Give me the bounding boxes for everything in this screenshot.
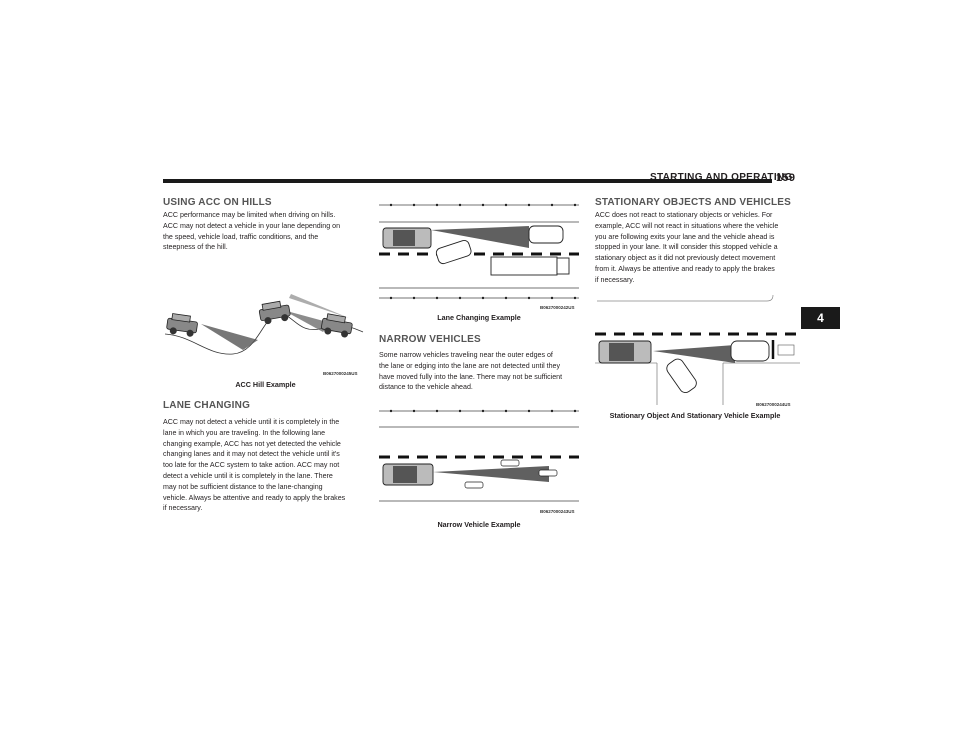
text-line: steepness of the hill. bbox=[163, 243, 228, 252]
text-line: you are following exits your lane and th… bbox=[595, 232, 775, 241]
caption-narrow-vehicle: Narrow Vehicle Example bbox=[437, 520, 521, 529]
running-header-title: STARTING AND OPERATING bbox=[650, 172, 793, 183]
radar-beam-2 bbox=[283, 310, 331, 332]
caption-lane-changing: Lane Changing Example bbox=[437, 313, 521, 322]
chapter-tab: 4 bbox=[801, 307, 840, 329]
text-line: distance to the vehicle ahead. bbox=[379, 383, 473, 392]
text-line: from it. Always be attentive and ready t… bbox=[595, 264, 775, 273]
text-line: may not be sufficient distance to the la… bbox=[163, 482, 323, 491]
text-line: ACC does not react to stationary objects… bbox=[595, 211, 773, 219]
radar-beam bbox=[433, 466, 549, 482]
page-number: 159 bbox=[776, 172, 796, 184]
caption-acc-hill: ACC Hill Example bbox=[235, 380, 296, 389]
text-line: Some narrow vehicles traveling near the … bbox=[379, 351, 553, 359]
paragraph-stationary: ACC does not react to stationary objects… bbox=[595, 210, 805, 286]
text-line: vehicle. Always be attentive and ready t… bbox=[163, 493, 346, 502]
exiting-car-icon bbox=[666, 358, 697, 394]
heading-using-acc-on-hills: USING ACC ON HILLS bbox=[163, 197, 272, 208]
jeep-top-icon bbox=[382, 463, 434, 486]
text-line: the lane or edging into the lane are not… bbox=[379, 361, 561, 370]
paragraph-lane-changing: ACC may not detect a vehicle until it is… bbox=[163, 417, 368, 514]
acc-hill-figure bbox=[164, 294, 364, 355]
text-line: lane in which you are traveling. In the … bbox=[163, 428, 326, 437]
stationary-object-icon bbox=[777, 344, 795, 356]
text-line: ACC may not detect a vehicle in your lan… bbox=[163, 221, 341, 230]
caption-stationary: Stationary Object And Stationary Vehicle… bbox=[609, 411, 781, 420]
radar-beam bbox=[431, 226, 529, 248]
text-line: changing lanes and it may not detect the… bbox=[163, 450, 340, 459]
heading-lane-changing: LANE CHANGING bbox=[163, 400, 251, 411]
radar-beam-3 bbox=[289, 294, 349, 318]
lane-changing-figure bbox=[379, 203, 579, 300]
text-line: have moved fully into the lane. There ma… bbox=[379, 372, 563, 381]
jeep-icon bbox=[166, 313, 198, 337]
text-line: if necessary. bbox=[163, 504, 203, 513]
jeep-icon bbox=[258, 300, 291, 325]
jeep-icon bbox=[321, 313, 353, 338]
radar-beam bbox=[653, 345, 735, 363]
motorcycle-icon bbox=[464, 481, 484, 489]
paragraph-hills: ACC performance may be limited when driv… bbox=[163, 210, 368, 253]
text-line: ACC may not detect a vehicle until it is… bbox=[163, 418, 340, 426]
text-line: too late for the ACC system to take acti… bbox=[163, 461, 340, 470]
text-line: example, ACC will not react in situation… bbox=[595, 221, 779, 230]
text-line: stopped in your lane. It will consider t… bbox=[595, 243, 778, 252]
motorcycle-icon bbox=[500, 459, 520, 467]
truck-icon bbox=[490, 256, 570, 276]
text-line: if necessary. bbox=[595, 275, 635, 284]
heading-narrow-vehicles: NARROW VEHICLES bbox=[379, 334, 481, 345]
lane-changing-car-icon bbox=[435, 240, 472, 265]
text-line: changing example, ACC has not yet detect… bbox=[163, 439, 341, 448]
jeep-top-icon bbox=[382, 227, 432, 249]
motorcycle-icon bbox=[538, 469, 558, 477]
stationary-vehicle-figure bbox=[595, 294, 800, 405]
paragraph-narrow-vehicles: Some narrow vehicles traveling near the … bbox=[379, 350, 584, 393]
narrow-vehicle-figure bbox=[379, 409, 579, 502]
jeep-top-icon bbox=[598, 340, 652, 364]
figure-frame bbox=[597, 294, 774, 302]
figure-code: B0627000245US bbox=[323, 371, 358, 376]
text-line: the speed, vehicle load, traffic conditi… bbox=[163, 232, 319, 241]
header-rule bbox=[163, 179, 772, 183]
text-line: stationary object as it did not previous… bbox=[595, 254, 776, 263]
figure-code: B0627000243US bbox=[540, 509, 575, 514]
figure-code: B0627000244US bbox=[756, 402, 791, 407]
radar-beam-1 bbox=[201, 324, 258, 350]
stopped-car-icon bbox=[730, 340, 770, 362]
heading-stationary-objects: STATIONARY OBJECTS AND VEHICLES bbox=[595, 197, 792, 208]
car-ahead-icon bbox=[528, 225, 564, 244]
figure-code: B0627000242US bbox=[540, 305, 575, 310]
text-line: ACC performance may be limited when driv… bbox=[163, 211, 336, 219]
text-line: detect a vehicle until it is completely … bbox=[163, 471, 333, 480]
